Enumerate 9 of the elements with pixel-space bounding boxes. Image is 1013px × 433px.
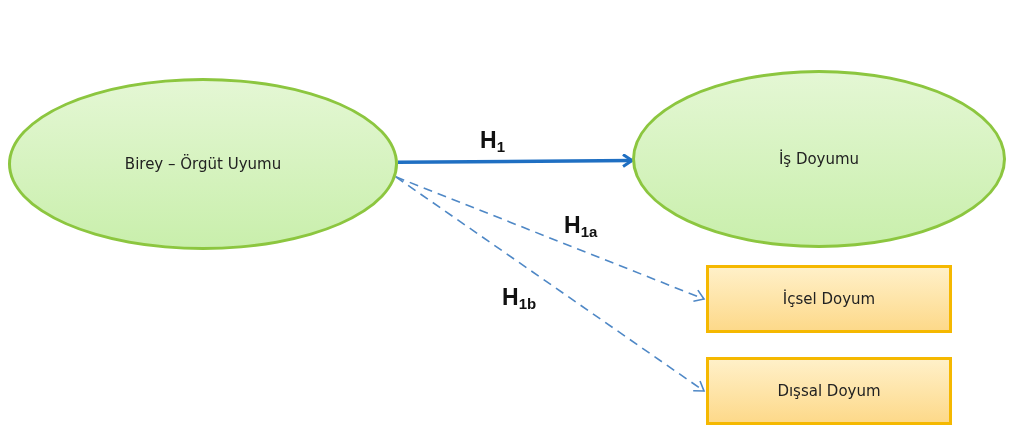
arrow — [395, 176, 705, 392]
node-label: İş Doyumu — [778, 150, 860, 168]
node-label: Dışsal Doyum — [777, 382, 881, 400]
arrow — [395, 176, 705, 303]
node-label: İçsel Doyum — [782, 290, 876, 308]
process-box — [706, 357, 952, 425]
process-box — [706, 265, 952, 333]
node-label: Birey – Örgüt Uyumu — [124, 155, 282, 173]
arrow — [397, 153, 634, 169]
